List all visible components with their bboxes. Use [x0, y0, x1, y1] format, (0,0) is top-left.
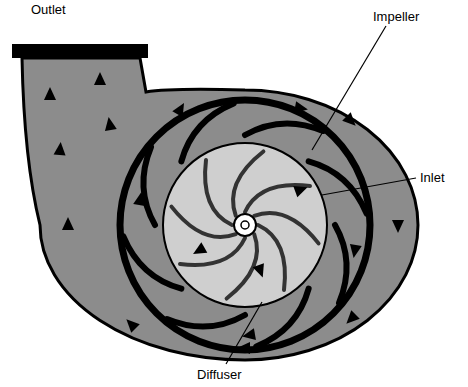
diffuser-ring — [120, 100, 370, 350]
diffuser-vanes — [118, 98, 372, 352]
impeller-blades — [171, 151, 319, 299]
leader-lines — [226, 26, 416, 364]
hub-eye — [241, 221, 249, 229]
part-label: Outlet — [30, 2, 67, 17]
part-label: Impeller — [372, 9, 420, 24]
part-label: Inlet — [419, 170, 446, 185]
impeller-disc — [163, 143, 327, 307]
impeller-hub — [234, 214, 256, 236]
outlet-flange — [12, 44, 148, 58]
part-label: Diffuser — [196, 367, 243, 382]
volute-casing — [22, 58, 418, 360]
flow-arrows — [44, 72, 404, 354]
